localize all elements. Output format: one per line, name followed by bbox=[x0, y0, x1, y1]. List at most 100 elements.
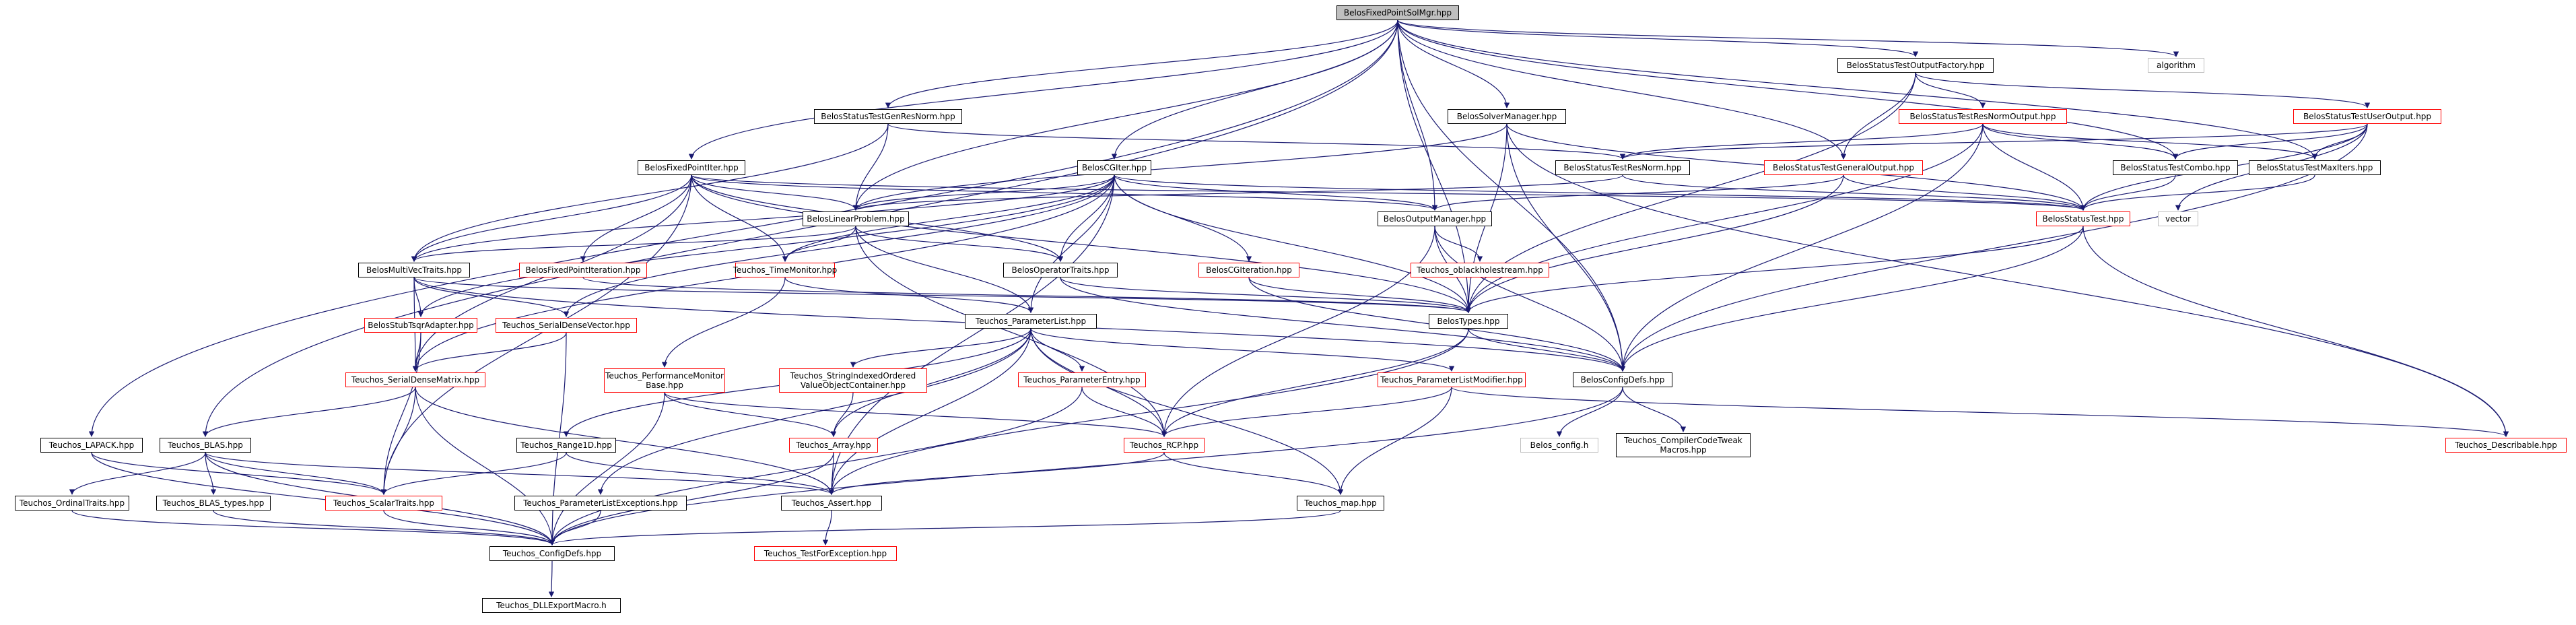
edge-parameter_list-to-assert bbox=[828, 328, 1031, 495]
node-belos-cg-iteration[interactable]: BelosCGIteration.hpp bbox=[1198, 263, 1299, 277]
node-teuchos-lapack[interactable]: Teuchos_LAPACK.hpp bbox=[40, 438, 143, 453]
edge-config_defs_belos-to-config_defs_teuchos bbox=[549, 387, 1623, 546]
edge-parameter_list-to-map bbox=[1030, 328, 1344, 495]
node-teuchos-compiler-code-tweak-macros[interactable]: Teuchos_CompilerCodeTweak Macros.hpp bbox=[1616, 433, 1751, 457]
edge-root-to-algorithm bbox=[1397, 20, 2179, 57]
node-belos-status-test-res-norm[interactable]: BelosStatusTestResNorm.hpp bbox=[1555, 160, 1690, 175]
edge-serial_dense_vector-to-serial_dense_matrix bbox=[412, 332, 567, 372]
edge-linear_problem-to-operator_traits bbox=[855, 226, 1064, 262]
edge-parameter_entry-to-rcp bbox=[1081, 387, 1167, 437]
node-belos-status-test-gen-res-norm[interactable]: BelosStatusTestGenResNorm.hpp bbox=[814, 109, 962, 124]
node-belos-solver-manager[interactable]: BelosSolverManager.hpp bbox=[1448, 109, 1566, 124]
node-teuchos-parameter-list-modifier[interactable]: Teuchos_ParameterListModifier.hpp bbox=[1378, 372, 1526, 387]
edge-gen_res_norm-to-res_norm bbox=[887, 123, 1625, 160]
node-belos-status-test-res-norm-output[interactable]: BelosStatusTestResNormOutput.hpp bbox=[1899, 109, 2067, 124]
edge-perf_monitor_base-to-array bbox=[664, 392, 837, 437]
edge-cg_iter-to-output_manager bbox=[1114, 174, 1438, 211]
edge-cg_iter-to-status_test bbox=[1114, 174, 2086, 211]
edge-solver_manager-to-linear_problem bbox=[852, 123, 1507, 211]
edge-cg_iter-to-parameter_list bbox=[1027, 174, 1115, 313]
node-belos-output-manager[interactable]: BelosOutputManager.hpp bbox=[1378, 211, 1492, 226]
node-teuchos-dll-export-macro[interactable]: Teuchos_DLLExportMacro.h bbox=[482, 598, 621, 613]
edge-time_monitor-to-parameter_list bbox=[784, 277, 1034, 313]
node-belos-multi-vec-traits[interactable]: BelosMultiVecTraits.hpp bbox=[358, 263, 470, 277]
edge-perf_monitor_base-to-config_defs_teuchos bbox=[549, 392, 665, 546]
node-teuchos-describable[interactable]: Teuchos_Describable.hpp bbox=[2445, 438, 2567, 453]
node-belos-status-test-output-factory[interactable]: BelosStatusTestOutputFactory.hpp bbox=[1837, 58, 1994, 73]
node-teuchos-assert[interactable]: Teuchos_Assert.hpp bbox=[781, 496, 882, 511]
edge-belos_types-to-config_defs_belos bbox=[1468, 328, 1626, 372]
edge-lapack-to-scalar_traits bbox=[91, 452, 387, 495]
node-teuchos-blas-types[interactable]: Teuchos_BLAS_types.hpp bbox=[156, 496, 271, 511]
node-belos-operator-traits[interactable]: BelosOperatorTraits.hpp bbox=[1003, 263, 1118, 277]
node-teuchos-blas[interactable]: Teuchos_BLAS.hpp bbox=[160, 438, 251, 453]
edge-belos_types-to-assert bbox=[828, 328, 1469, 495]
edge-cg_iter-to-linear_problem bbox=[852, 174, 1115, 211]
edge-blas-to-ordinal_traits bbox=[69, 452, 206, 495]
edge-root-to-status_output_factory bbox=[1397, 20, 1918, 57]
node-teuchos-rcp[interactable]: Teuchos_RCP.hpp bbox=[1124, 438, 1205, 453]
edge-serial_dense_matrix-to-blas bbox=[202, 387, 416, 437]
edge-blas_types-to-config_defs_teuchos bbox=[213, 510, 555, 546]
node-belos-fixed-point-sol-mgr[interactable]: BelosFixedPointSolMgr.hpp bbox=[1336, 5, 1459, 20]
edge-status_output_factory-to-user_output bbox=[1915, 72, 2371, 108]
edge-fixed_point_iter-to-status_test bbox=[691, 174, 2086, 211]
node-teuchos-time-monitor[interactable]: Teuchos_TimeMonitor.hpp bbox=[733, 263, 837, 277]
node-teuchos-config-defs[interactable]: Teuchos_ConfigDefs.hpp bbox=[489, 546, 615, 561]
node-teuchos-test-for-exception[interactable]: Teuchos_TestForException.hpp bbox=[754, 546, 897, 561]
edge-blas-to-scalar_traits bbox=[205, 452, 387, 495]
node-belos-status-test-general-output[interactable]: BelosStatusTestGeneralOutput.hpp bbox=[1764, 160, 1923, 175]
node-belos-stub-tsqr-adapter[interactable]: BelosStubTsqrAdapter.hpp bbox=[364, 318, 477, 333]
edge-string_indexed-to-array bbox=[830, 392, 854, 437]
edge-parameter_entry-to-config_defs_teuchos bbox=[549, 387, 1083, 546]
edge-root-to-combo bbox=[1397, 20, 2179, 160]
edge-stub_tsqr-to-serial_dense_matrix bbox=[412, 332, 421, 372]
edge-config_defs_belos-to-compiler_code_tweak bbox=[1622, 387, 1687, 432]
node-belos-config[interactable]: Belos_config.h bbox=[1520, 438, 1598, 453]
node-teuchos-performance-monitor-base[interactable]: Teuchos_PerformanceMonitor Base.hpp bbox=[604, 368, 725, 393]
edge-time_monitor-to-perf_monitor_base bbox=[661, 277, 786, 368]
node-belos-status-test[interactable]: BelosStatusTest.hpp bbox=[2036, 211, 2130, 226]
node-belos-linear-problem[interactable]: BelosLinearProblem.hpp bbox=[803, 211, 909, 226]
edge-stub_tsqr-to-scalar_traits bbox=[380, 332, 421, 495]
node-teuchos-oblackholestream[interactable]: Teuchos_oblackholestream.hpp bbox=[1411, 263, 1549, 277]
edge-fixed_point_iter-to-time_monitor bbox=[691, 174, 788, 262]
node-teuchos-ordinal-traits[interactable]: Teuchos_OrdinalTraits.hpp bbox=[15, 496, 129, 511]
edge-serial_dense_matrix-to-assert bbox=[415, 387, 835, 495]
node-belos-fixed-point-iter[interactable]: BelosFixedPointIter.hpp bbox=[638, 160, 745, 175]
node-belos-cg-iter[interactable]: BelosCGIter.hpp bbox=[1077, 160, 1151, 175]
node-teuchos-string-indexed-ordered-value-object-container[interactable]: Teuchos_StringIndexedOrdered ValueObject… bbox=[779, 368, 927, 393]
node-algorithm[interactable]: algorithm bbox=[2148, 58, 2204, 73]
edge-maxiters-to-status_test bbox=[2080, 174, 2315, 211]
node-teuchos-serial-dense-vector[interactable]: Teuchos_SerialDenseVector.hpp bbox=[496, 318, 637, 333]
edge-perf_monitor_base-to-rcp bbox=[664, 392, 1167, 437]
node-belos-status-test-combo[interactable]: BelosStatusTestCombo.hpp bbox=[2113, 160, 2238, 175]
edge-parameter_list-to-param_list_exceptions bbox=[597, 328, 1031, 495]
edge-array-to-assert bbox=[828, 452, 835, 495]
edge-output_manager-to-rcp bbox=[1161, 226, 1435, 437]
edge-cg_iter-to-cg_iteration bbox=[1114, 174, 1252, 262]
node-belos-status-test-max-iters[interactable]: BelosStatusTestMaxIters.hpp bbox=[2249, 160, 2381, 175]
node-teuchos-parameter-list[interactable]: Teuchos_ParameterList.hpp bbox=[965, 314, 1097, 329]
edge-linear_problem-to-time_monitor bbox=[782, 226, 856, 262]
node-teuchos-parameter-entry[interactable]: Teuchos_ParameterEntry.hpp bbox=[1018, 372, 1146, 387]
node-teuchos-range1d[interactable]: Teuchos_Range1D.hpp bbox=[516, 438, 616, 453]
edge-param_list_exceptions-to-config_defs_teuchos bbox=[549, 510, 601, 546]
node-teuchos-serial-dense-matrix[interactable]: Teuchos_SerialDenseMatrix.hpp bbox=[345, 372, 485, 387]
edge-parameter_list-to-string_indexed bbox=[850, 328, 1031, 368]
node-teuchos-scalar-traits[interactable]: Teuchos_ScalarTraits.hpp bbox=[325, 496, 442, 511]
edge-user_output-to-maxiters bbox=[2311, 123, 2368, 160]
node-vector[interactable]: vector bbox=[2158, 211, 2198, 226]
node-belos-status-test-user-output[interactable]: BelosStatusTestUserOutput.hpp bbox=[2293, 109, 2441, 124]
node-belos-config-defs[interactable]: BelosConfigDefs.hpp bbox=[1573, 372, 1672, 387]
node-teuchos-map[interactable]: Teuchos_map.hpp bbox=[1297, 496, 1384, 511]
node-belos-fixed-point-iteration[interactable]: BelosFixedPointIteration.hpp bbox=[519, 263, 647, 277]
node-teuchos-parameter-list-exceptions[interactable]: Teuchos_ParameterListExceptions.hpp bbox=[514, 496, 687, 511]
edge-rcp-to-map bbox=[1163, 452, 1344, 495]
edge-cg_iter-to-multivec_traits bbox=[411, 174, 1115, 262]
edge-cg_iter-to-serial_dense_vector bbox=[563, 174, 1115, 317]
node-belos-types[interactable]: BelosTypes.hpp bbox=[1429, 314, 1508, 329]
edge-output_manager-to-config_defs_belos bbox=[1434, 226, 1626, 372]
node-teuchos-array[interactable]: Teuchos_Array.hpp bbox=[789, 438, 878, 453]
